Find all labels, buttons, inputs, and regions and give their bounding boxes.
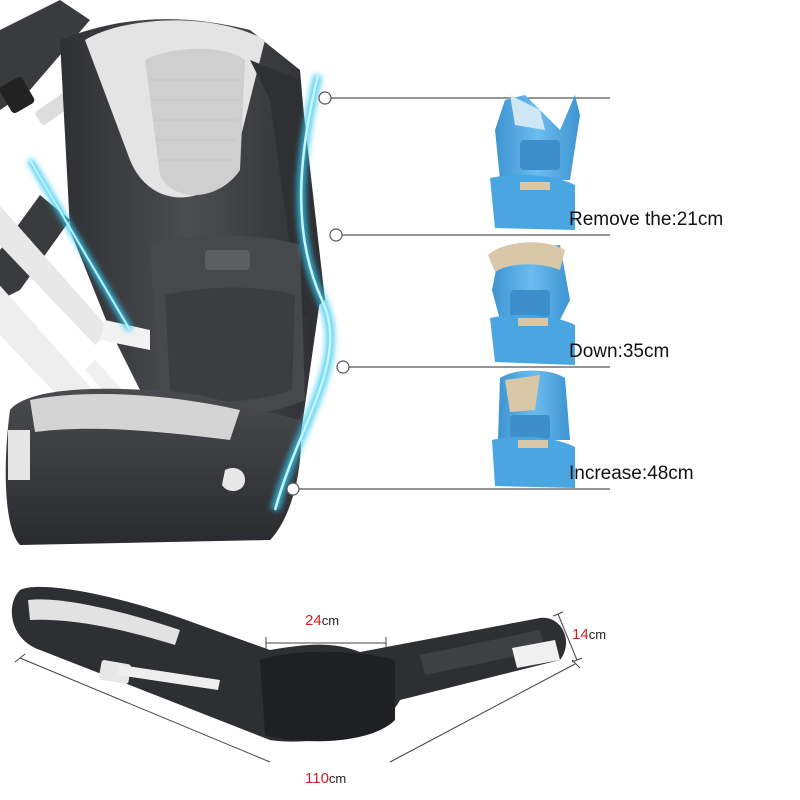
waistband-height-unit: cm: [588, 627, 607, 642]
dimension-lines: [14, 611, 583, 763]
mini-carrier-2: [488, 242, 575, 365]
waistband-length-unit: cm: [328, 771, 347, 786]
glow-curve: [270, 73, 335, 512]
waistband-length-label: 110cm: [305, 770, 346, 787]
waistband-width-label: 24cm: [305, 612, 339, 629]
waistband-height-label: 14cm: [572, 626, 606, 643]
callout-down-label: Down:35cm: [569, 341, 670, 362]
callout-remove-label: Remove the:21cm: [569, 209, 724, 230]
waistband-length-value: 110: [305, 770, 329, 787]
waistband-height-value: 14: [572, 626, 589, 643]
mini-carrier-1: [490, 95, 580, 230]
waistband-width-unit: cm: [321, 613, 340, 628]
callout-increase-label: Increase:48cm: [569, 463, 694, 484]
waistband: [11, 586, 567, 742]
waistband-width-value: 24: [305, 612, 322, 629]
main-carrier: [0, 0, 325, 545]
callout-lines: [286, 91, 610, 496]
mini-carrier-3: [492, 370, 575, 488]
